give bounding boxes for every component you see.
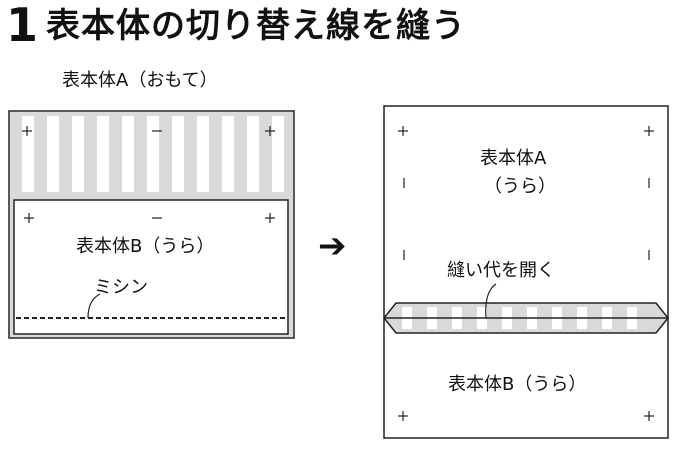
step-title: 表本体の切り替え線を縫う — [46, 6, 466, 46]
left-panel — [8, 110, 295, 339]
arrow-icon: ➔ — [318, 226, 347, 266]
stitch-leader — [87, 293, 101, 319]
right-top-label-line1: 表本体A — [480, 148, 547, 169]
fabric-a-stripes — [22, 116, 284, 192]
fabric-b-marks — [24, 213, 275, 223]
step-number: 1 — [6, 0, 39, 52]
right-top-label-line2: （うら） — [484, 176, 556, 197]
right-panel — [383, 105, 669, 439]
fabric-a-marks — [22, 126, 275, 136]
right-frame — [383, 105, 669, 439]
right-marks — [398, 126, 654, 421]
top-fabric-label: 表本体A（おもて） — [62, 70, 218, 91]
fabric-b-panel — [13, 199, 289, 335]
seam-leader — [485, 283, 497, 319]
right-bottom-label: 表本体B（うら） — [448, 374, 587, 395]
stitch-label: ミシン — [94, 277, 148, 298]
seam-label: 縫い代を開く — [447, 260, 555, 281]
fabric-b-label: 表本体B（うら） — [76, 236, 215, 257]
